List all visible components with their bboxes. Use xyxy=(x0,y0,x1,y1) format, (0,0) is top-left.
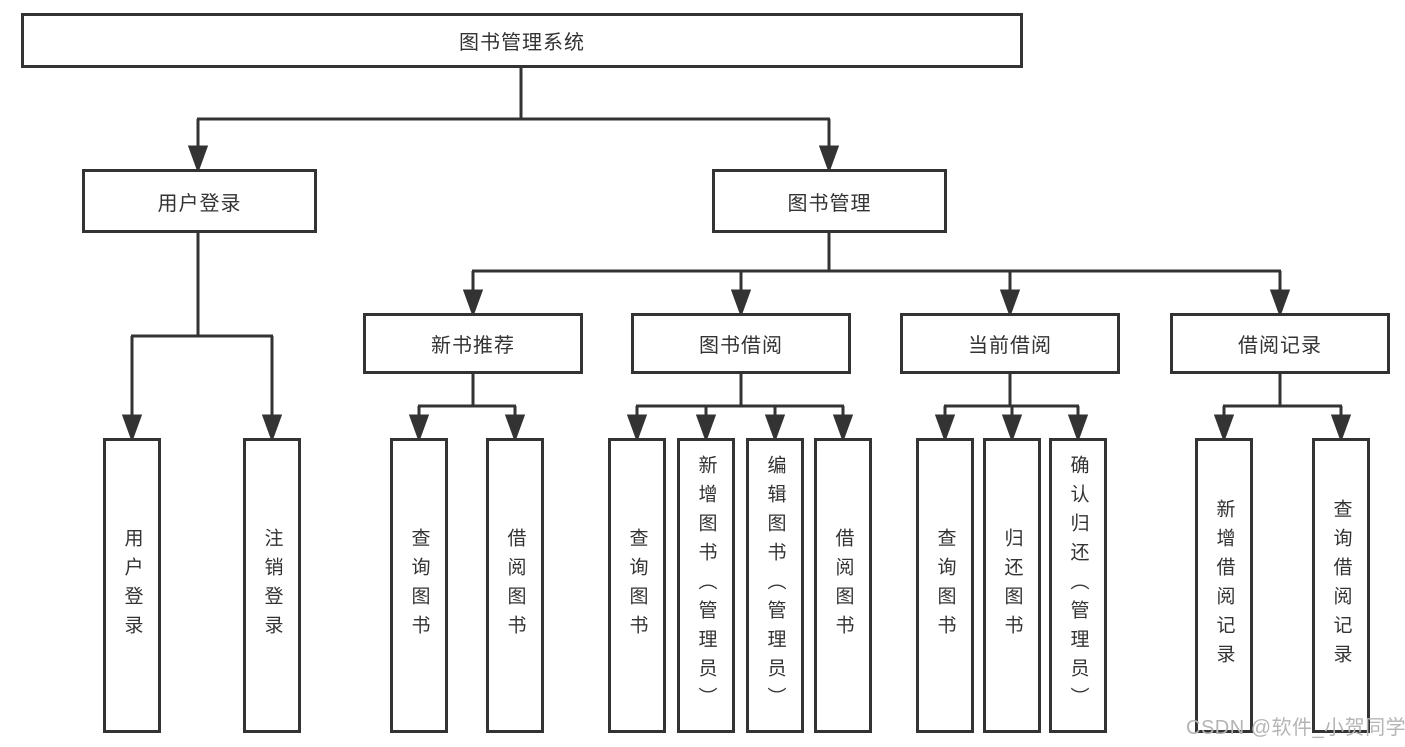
leaf-label: 确认归还（管理员） xyxy=(1067,455,1089,716)
leaf-label: 用户登录 xyxy=(121,527,143,644)
leaf-label: 归还图书 xyxy=(1001,527,1023,644)
node-book-management-branch: 图书管理 xyxy=(712,169,947,233)
leaf-label: 借阅图书 xyxy=(504,527,526,644)
leaf-label: 查询图书 xyxy=(408,527,430,644)
leaf-borrowing-query-books: 查询图书 xyxy=(608,438,666,733)
node-current-borrowing: 当前借阅 xyxy=(900,313,1120,374)
leaf-borrowing-add-books-admin: 新增图书（管理员） xyxy=(677,438,735,733)
leaf-current-confirm-return-admin: 确认归还（管理员） xyxy=(1049,438,1107,733)
connector-user-login-branch xyxy=(121,233,283,443)
leaf-recommend-query-books: 查询图书 xyxy=(390,438,448,733)
watermark: CSDN @软件_小贺同学 xyxy=(1186,717,1405,739)
leaf-label: 注销登录 xyxy=(261,527,283,644)
leaf-label: 新增图书（管理员） xyxy=(695,455,717,716)
leaf-records-query-record: 查询借阅记录 xyxy=(1312,438,1370,733)
leaf-label: 查询图书 xyxy=(626,527,648,644)
leaf-label: 查询图书 xyxy=(934,527,956,644)
connector-book-management-branch xyxy=(462,233,1291,318)
connector-borrowing-records xyxy=(1213,374,1352,443)
node-library-management-system: 图书管理系统 xyxy=(21,13,1023,68)
connector-root-to-level2 xyxy=(187,68,840,174)
leaf-label: 查询借阅记录 xyxy=(1330,498,1352,673)
leaf-label: 新增借阅记录 xyxy=(1213,498,1235,673)
leaf-label: 借阅图书 xyxy=(832,527,854,644)
leaf-current-return-books: 归还图书 xyxy=(983,438,1041,733)
leaf-user-login: 用户登录 xyxy=(103,438,161,733)
connector-current-borrowing xyxy=(934,374,1089,443)
leaf-borrowing-borrow-books: 借阅图书 xyxy=(814,438,872,733)
leaf-borrowing-edit-books-admin: 编辑图书（管理员） xyxy=(746,438,804,733)
connector-book-borrowing xyxy=(626,374,854,443)
node-user-login-branch: 用户登录 xyxy=(82,169,317,233)
node-new-book-recommend: 新书推荐 xyxy=(363,313,583,374)
leaf-recommend-borrow-books: 借阅图书 xyxy=(486,438,544,733)
node-borrowing-records: 借阅记录 xyxy=(1170,313,1390,374)
leaf-current-query-books: 查询图书 xyxy=(916,438,974,733)
leaf-label: 编辑图书（管理员） xyxy=(764,455,786,716)
node-book-borrowing: 图书借阅 xyxy=(631,313,851,374)
connector-new-book-recommend xyxy=(408,374,526,443)
leaf-logout: 注销登录 xyxy=(243,438,301,733)
leaf-records-add-record: 新增借阅记录 xyxy=(1195,438,1253,733)
